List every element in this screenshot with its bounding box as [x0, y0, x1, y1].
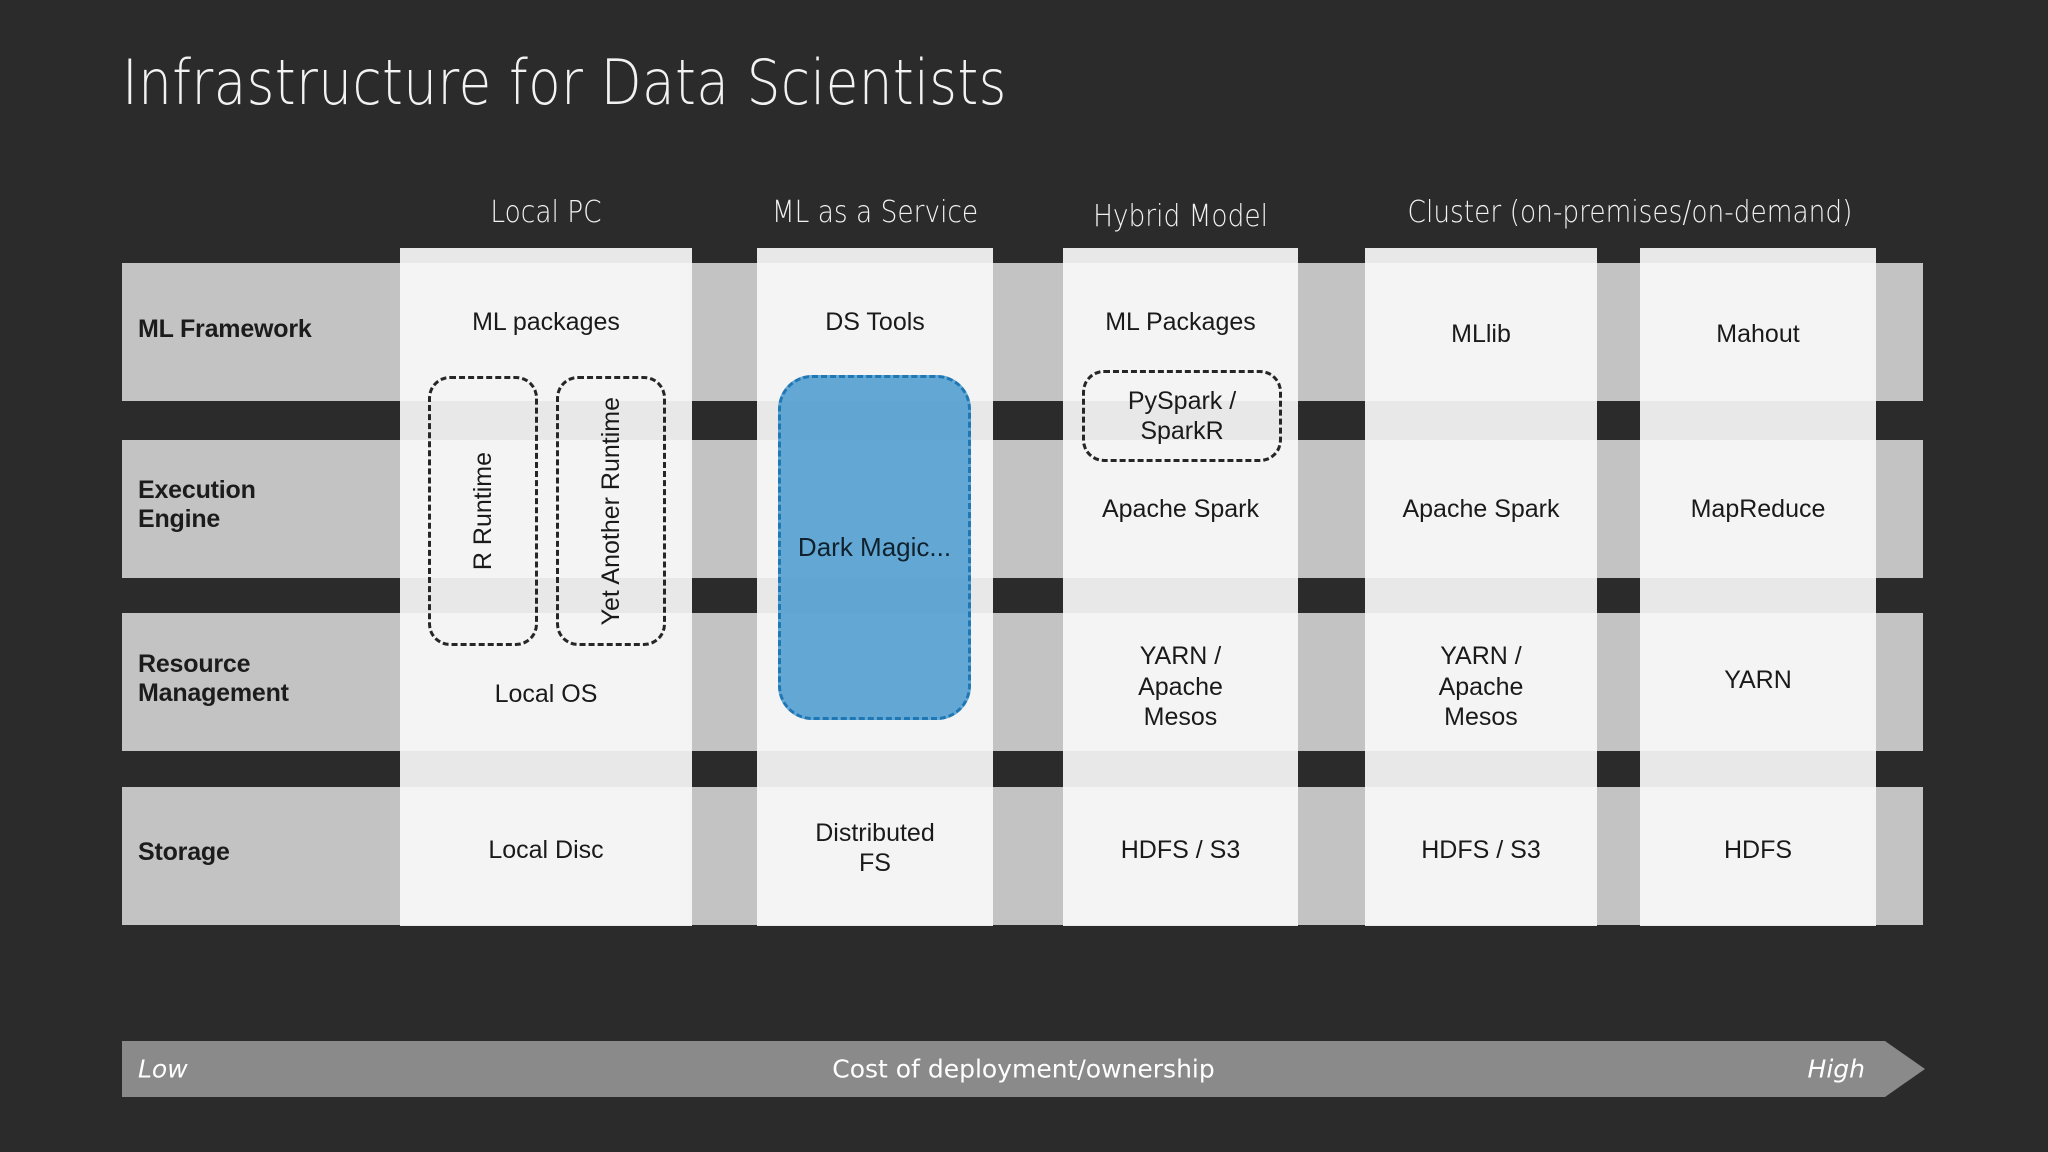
row-label-execution-engine: Execution Engine [138, 476, 256, 533]
cost-axis-arrow: Low Cost of deployment/ownership High [122, 1041, 1925, 1097]
column-header-ml-as-a-service: ML as a Service [771, 195, 979, 230]
column-panel-cluster-onprem [1365, 248, 1597, 926]
cell-mlaas-storage: Distributed FS [815, 818, 935, 878]
cell-hybrid-resource-management: YARN / Apache Mesos [1138, 642, 1223, 732]
cell-cluster-ondemand-execution-engine: MapReduce [1690, 494, 1826, 523]
column-panel-local-pc [400, 248, 692, 926]
cell-mlaas-ml-framework: DS Tools [825, 307, 925, 336]
cell-hybrid-execution-engine: Apache Spark [1101, 494, 1260, 523]
cell-hybrid-storage: HDFS / S3 [1120, 835, 1241, 864]
row-label-ml-framework: ML Framework [138, 315, 312, 343]
dashed-box-yet-another-runtime: Yet Another Runtime [556, 376, 666, 646]
arrow-shape [122, 1041, 1925, 1097]
cell-local-pc-resource-management: Local OS [494, 679, 598, 708]
arrow-label-cost: Cost of deployment/ownership [832, 1054, 1215, 1084]
cell-hybrid-ml-framework: ML Packages [1105, 307, 1256, 336]
row-label-resource-management: Resource Management [138, 650, 289, 707]
column-panel-cluster-ondemand [1640, 248, 1876, 926]
column-header-local-pc: Local PC [490, 195, 602, 230]
cell-cluster-ondemand-resource-management: YARN [1724, 665, 1792, 694]
dashed-box-pyspark-sparkr: PySpark / SparkR [1082, 370, 1282, 462]
cell-local-pc-ml-framework: ML packages [472, 307, 620, 336]
cell-cluster-ondemand-storage: HDFS [1723, 835, 1793, 864]
dashed-box-r-runtime: R Runtime [428, 376, 538, 646]
cell-cluster-onprem-storage: HDFS / S3 [1421, 835, 1541, 864]
cell-local-pc-yet-another-runtime: Yet Another Runtime [596, 396, 625, 626]
cell-local-pc-r-runtime: R Runtime [468, 451, 497, 571]
cell-mlaas-dark-magic: Dark Magic... [797, 532, 952, 562]
cell-hybrid-pyspark-sparkr: PySpark / SparkR [1127, 386, 1237, 446]
cell-cluster-onprem-ml-framework: MLlib [1451, 319, 1511, 348]
cell-local-pc-storage: Local Disc [488, 835, 604, 864]
page-title: Infrastructure for Data Scientists [122, 46, 1007, 119]
cell-cluster-ondemand-ml-framework: Mahout [1716, 319, 1800, 348]
column-header-hybrid-model: Hybrid Model [1093, 199, 1268, 234]
column-header-cluster: Cluster (on-premises/on-demand) [1407, 195, 1853, 230]
arrow-label-low: Low [138, 1054, 188, 1084]
column-panel-hybrid-model [1063, 248, 1298, 926]
row-label-storage: Storage [138, 838, 230, 866]
cell-cluster-onprem-resource-management: YARN / Apache Mesos [1438, 642, 1524, 732]
magic-box: Dark Magic... [778, 375, 971, 720]
arrow-label-high: High [1807, 1054, 1865, 1084]
cell-cluster-onprem-execution-engine: Apache Spark [1402, 494, 1560, 523]
